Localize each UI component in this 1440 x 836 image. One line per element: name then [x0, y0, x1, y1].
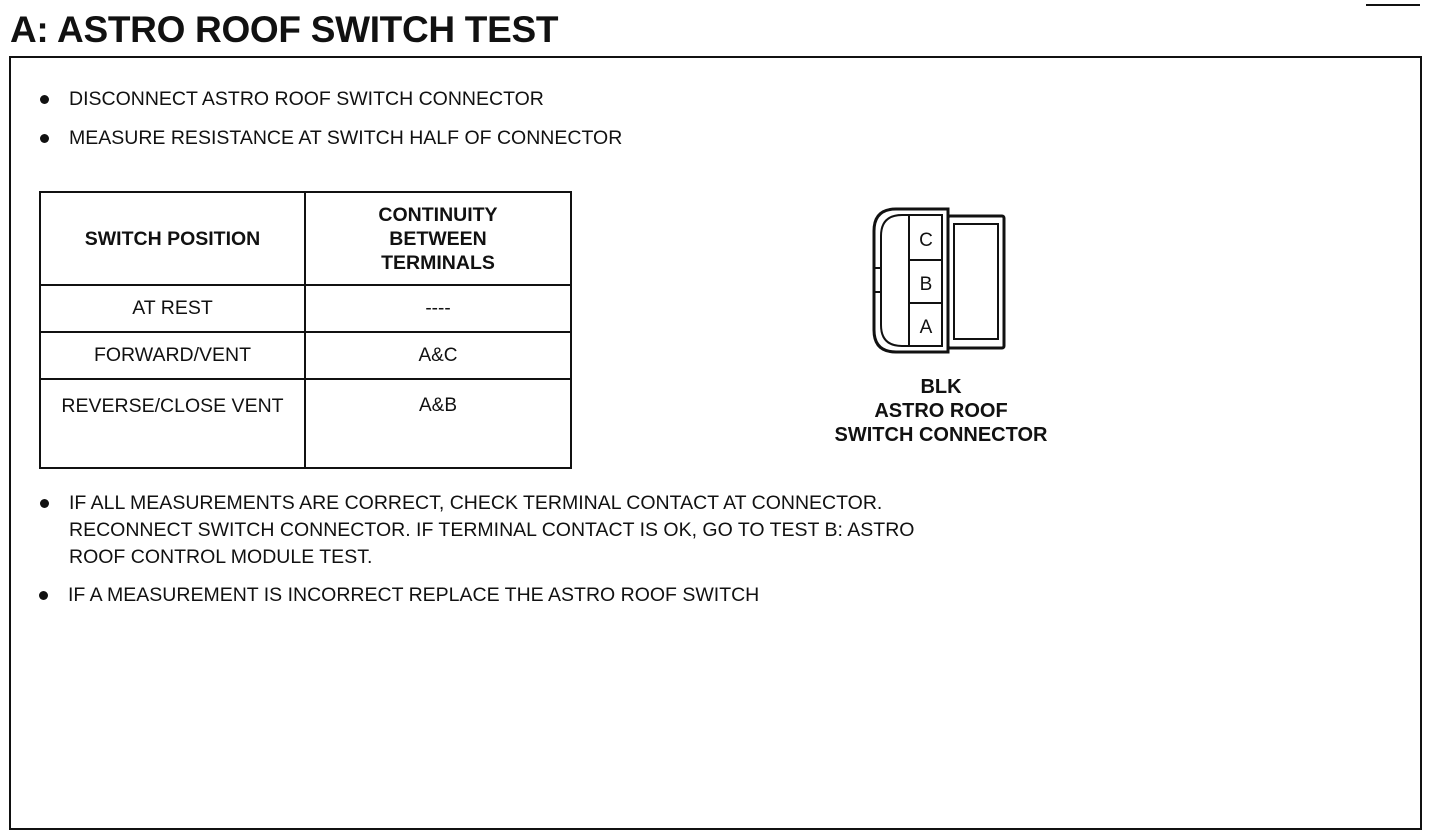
switch-position-cell: FORWARD/VENT	[39, 331, 306, 380]
bullet-icon	[40, 499, 49, 508]
continuity-cell: A&B	[304, 378, 572, 469]
result-text-line: IF A MEASUREMENT IS INCORRECT REPLACE TH…	[68, 584, 760, 606]
bullet-icon	[40, 95, 49, 104]
table-row: REVERSE/CLOSE VENT A&B	[39, 378, 572, 469]
continuity-table: SWITCH POSITION CONTINUITY BETWEEN TERMI…	[39, 191, 572, 469]
content-frame	[9, 56, 1422, 830]
corner-rule	[1366, 4, 1420, 6]
instruction-text: MEASURE RESISTANCE AT SWITCH HALF OF CON…	[69, 127, 623, 149]
connector-caption-line: BLK	[920, 376, 962, 398]
connector-outline	[872, 207, 1006, 354]
instruction-item-2: MEASURE RESISTANCE AT SWITCH HALF OF CON…	[40, 125, 623, 152]
bullet-icon	[40, 134, 49, 143]
switch-position-cell: REVERSE/CLOSE VENT	[39, 378, 306, 469]
instruction-text: DISCONNECT ASTRO ROOF SWITCH CONNECTOR	[69, 88, 544, 110]
result-text-line: IF ALL MEASUREMENTS ARE CORRECT, CHECK T…	[69, 492, 883, 514]
result-item-2: IF A MEASUREMENT IS INCORRECT REPLACE TH…	[39, 582, 760, 609]
bullet-icon	[39, 591, 48, 600]
terminal-label-c: C	[919, 230, 933, 251]
continuity-cell: A&C	[304, 331, 572, 380]
table-row: AT REST ----	[39, 284, 572, 333]
continuity-cell: ----	[304, 284, 572, 333]
connector-caption-line: ASTRO ROOF	[874, 400, 1008, 422]
result-text-line: RECONNECT SWITCH CONNECTOR. IF TERMINAL …	[69, 519, 915, 541]
instruction-item-1: DISCONNECT ASTRO ROOF SWITCH CONNECTOR	[40, 86, 544, 113]
switch-connector-diagram: C B A	[872, 207, 1006, 354]
header-continuity-line: BETWEEN	[389, 227, 487, 250]
connector-caption: BLK ASTRO ROOF SWITCH CONNECTOR	[800, 375, 1082, 447]
result-text-line: ROOF CONTROL MODULE TEST.	[69, 546, 373, 568]
switch-position-cell: AT REST	[39, 284, 306, 333]
terminal-label-a: A	[920, 317, 933, 338]
connector-caption-line: SWITCH CONNECTOR	[834, 424, 1048, 446]
table-row: FORWARD/VENT A&C	[39, 331, 572, 380]
header-continuity: CONTINUITY BETWEEN TERMINALS	[304, 191, 572, 286]
header-switch-position: SWITCH POSITION	[39, 191, 306, 286]
result-item-1: IF ALL MEASUREMENTS ARE CORRECT, CHECK T…	[40, 490, 915, 571]
header-continuity-line: TERMINALS	[381, 251, 495, 274]
header-continuity-line: CONTINUITY	[378, 203, 498, 226]
terminal-label-b: B	[920, 274, 933, 295]
page-title: A: ASTRO ROOF SWITCH TEST	[10, 9, 559, 50]
table-header-row: SWITCH POSITION CONTINUITY BETWEEN TERMI…	[39, 191, 572, 286]
